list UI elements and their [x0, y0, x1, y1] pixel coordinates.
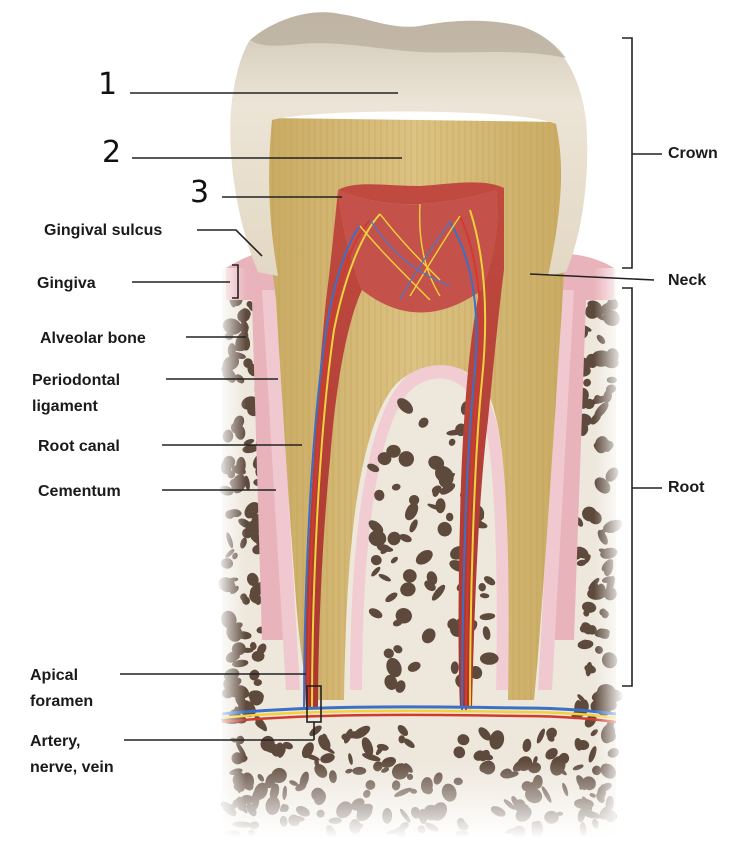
handwritten-mark-3: 3: [190, 175, 210, 210]
artery-vessel: [307, 219, 371, 711]
label-cementum: Cementum: [38, 483, 121, 500]
label-periodontal-1: Periodontal: [32, 372, 121, 389]
base-vessels: [221, 705, 617, 716]
vein-vessel: [303, 225, 361, 711]
label-crown: Crown: [668, 145, 718, 162]
label-alveolar-bone: Alveolar bone: [40, 330, 146, 347]
label-periodontal-2: ligament: [32, 398, 98, 415]
pulp: [304, 182, 504, 709]
label-gingival-sulcus: Gingival sulcus: [44, 222, 163, 239]
label-artery-1: Artery,: [30, 733, 81, 750]
periodontal-ligament-left: [262, 290, 300, 690]
handwritten-mark-1: 1: [98, 67, 118, 102]
label-root: Root: [668, 479, 705, 496]
label-neck: Neck: [668, 272, 707, 289]
label-gingiva: Gingiva: [37, 275, 96, 292]
periodontal-ligament-right: [538, 290, 574, 690]
leader-lines: [120, 37, 662, 741]
label-artery-2: nerve, vein: [30, 759, 114, 776]
nerve-vessel: [311, 213, 381, 711]
label-root-canal: Root canal: [38, 438, 120, 455]
enamel: [230, 12, 588, 277]
handwritten-mark-2: 2: [102, 135, 122, 170]
label-apical-2: foramen: [30, 693, 94, 710]
label-apical-1: Apical: [30, 667, 79, 684]
occlusal-surface: [250, 12, 566, 58]
